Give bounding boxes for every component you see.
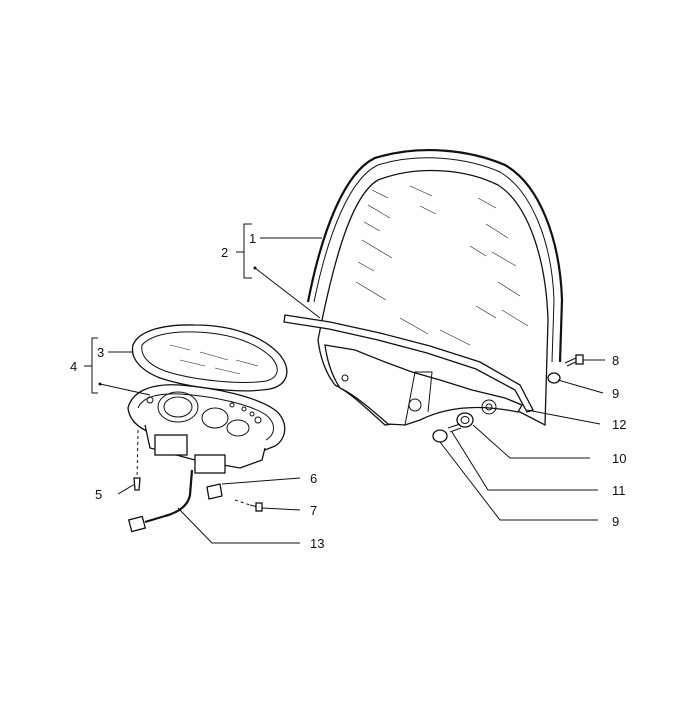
callout-10: 10 — [612, 451, 626, 466]
callout-12: 12 — [612, 417, 626, 432]
speedometer-cable — [127, 469, 194, 533]
callout-5: 5 — [95, 487, 102, 502]
callout-8: 8 — [612, 353, 619, 368]
windshield-lower-bracket — [324, 344, 523, 426]
screw-7 — [234, 499, 263, 512]
screw-5 — [133, 429, 141, 491]
callout-13: 13 — [310, 536, 324, 551]
washer-9-lower — [432, 429, 448, 443]
instrument-cluster — [127, 324, 288, 533]
leader-lines — [84, 223, 605, 544]
callout-7: 7 — [310, 503, 317, 518]
callout-9-lower: 9 — [612, 514, 619, 529]
instrument-body — [127, 384, 286, 474]
callout-4: 4 — [70, 359, 77, 374]
callout-9-upper: 9 — [612, 386, 619, 401]
callout-labels: 1 2 3 4 5 6 7 8 9 10 11 9 12 13 — [70, 231, 626, 551]
instrument-glass-cover — [131, 324, 288, 392]
callout-1: 1 — [249, 231, 256, 246]
clip-6 — [206, 483, 223, 500]
lower-seal-strip — [283, 314, 534, 413]
washer-9-upper — [547, 372, 561, 384]
screw-8 — [564, 354, 584, 367]
callout-2: 2 — [221, 245, 228, 260]
callout-6: 6 — [310, 471, 317, 486]
nut-10-11 — [447, 412, 474, 433]
windshield-assembly — [283, 149, 584, 443]
windshield-seal — [306, 149, 564, 363]
callout-3: 3 — [97, 345, 104, 360]
callout-11: 11 — [612, 483, 626, 498]
